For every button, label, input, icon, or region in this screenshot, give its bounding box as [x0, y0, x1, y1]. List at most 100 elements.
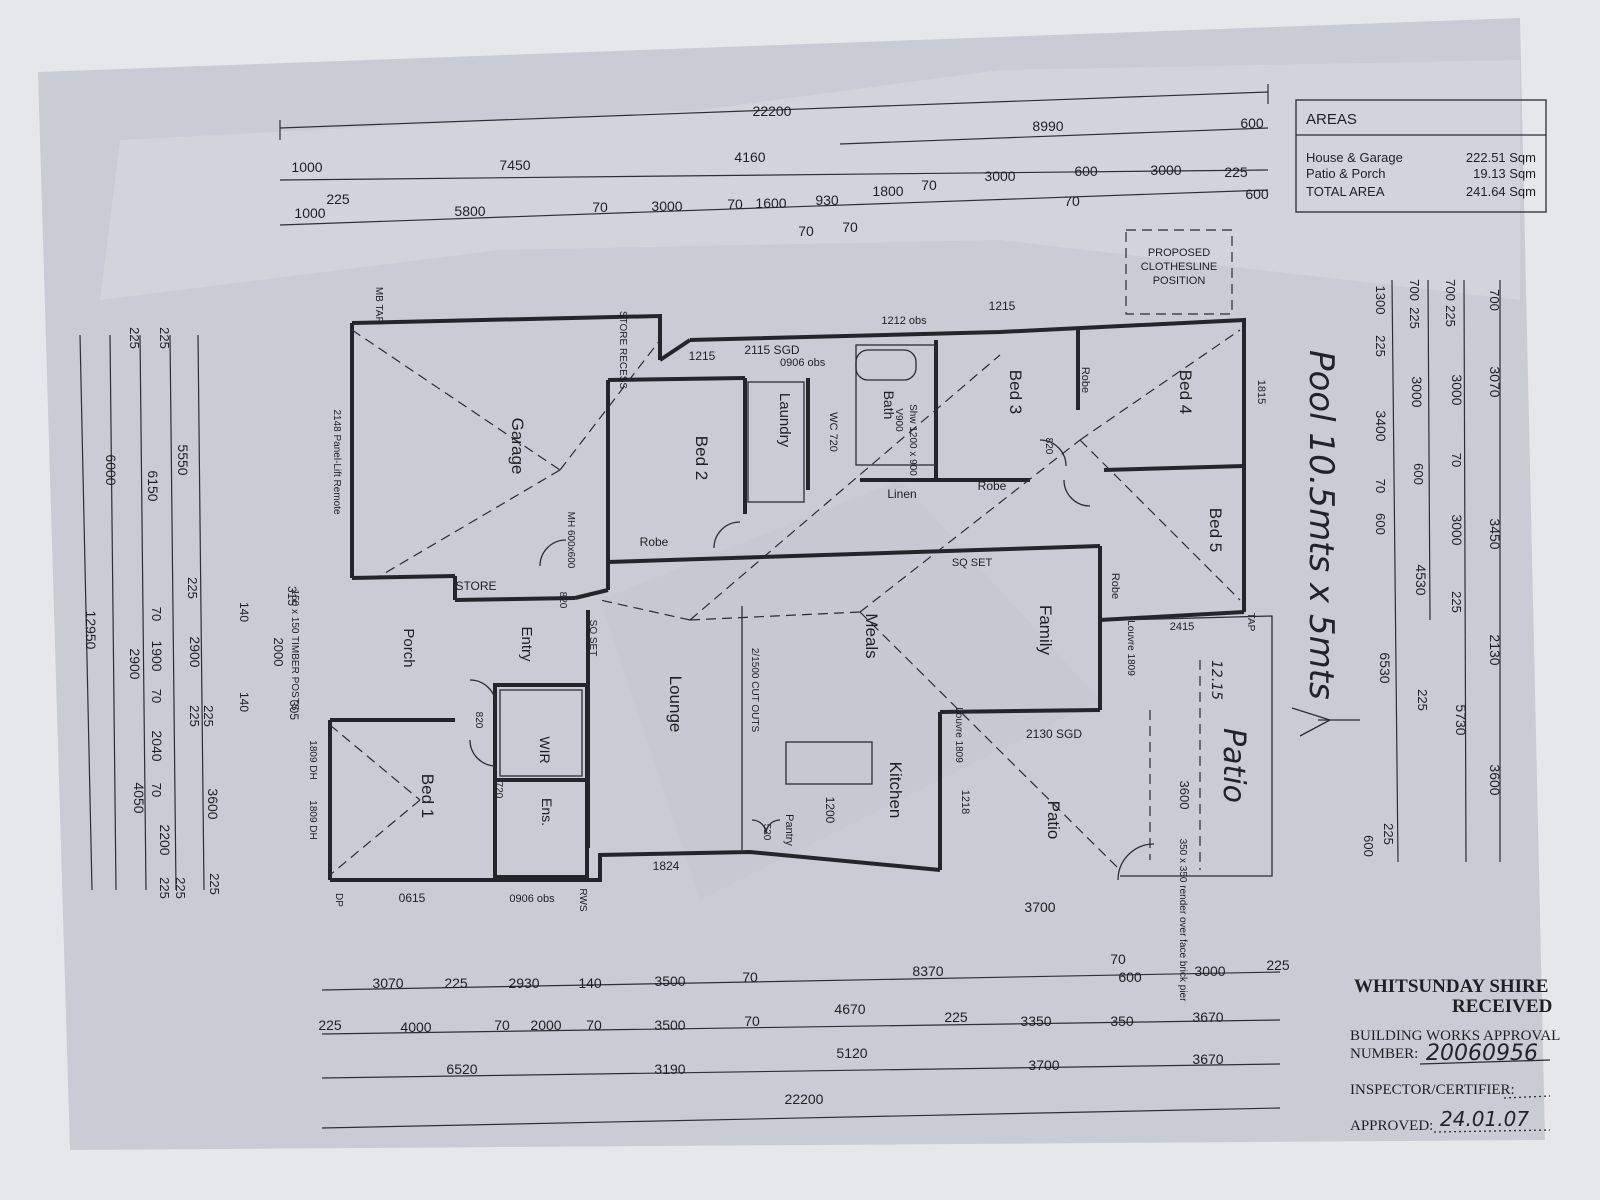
dim-label: 70: [149, 783, 164, 797]
dim-label: 3000: [1449, 514, 1465, 545]
dim-label: 225: [1381, 823, 1396, 845]
dim-label: 70: [1064, 193, 1080, 209]
dim-label: 4160: [734, 149, 765, 165]
linen-label: Linen: [887, 487, 916, 501]
dim-label: 600: [1361, 835, 1376, 857]
dim-label: 5550: [175, 444, 191, 475]
panel-lift-label: 2148 Panel-Lift Remote: [331, 409, 342, 515]
dim-label: 70: [842, 219, 858, 235]
dim-label: 305: [287, 700, 301, 720]
clothesline-area: PROPOSED CLOTHESLINE POSITION: [1125, 229, 1233, 315]
dim-label: 225: [1449, 591, 1464, 613]
room-labels: Garage Bed 2 Laundry WC 720 Bath Shw 120…: [289, 287, 1267, 1002]
room-meals: Meals: [862, 613, 881, 658]
door-width: 720: [493, 782, 504, 799]
robe-label: Robe: [1079, 367, 1091, 393]
stamp-date: 24.01.07: [1440, 1107, 1529, 1131]
door-width: 820: [473, 712, 484, 729]
dim-label: 70: [921, 177, 937, 193]
dim-label: 700: [1487, 289, 1502, 311]
pantry-label: Pantry: [783, 814, 795, 846]
obs-label: 0906 obs: [509, 893, 555, 905]
dim-label: 225: [1266, 957, 1290, 973]
dim-label: 1000: [291, 159, 322, 175]
dim-label: 3000: [651, 198, 682, 214]
dim-label: 5730: [1453, 704, 1469, 735]
rws-label: RWS: [577, 888, 588, 911]
dim-label: 70: [494, 1017, 510, 1033]
area-label: TOTAL AREA: [1306, 184, 1385, 199]
dim-label: 70: [727, 196, 743, 212]
dim-label: 5800: [454, 203, 485, 219]
dh-label: 1809 DH: [307, 800, 318, 839]
area-value: 19.13 Sqm: [1473, 166, 1536, 181]
dim-label: 225: [1407, 307, 1422, 329]
dim-label: 225: [185, 577, 200, 599]
dim-label: 225: [127, 327, 142, 349]
dim-label: 315: [285, 586, 299, 606]
room-bed1: Bed 1: [418, 774, 437, 818]
area-label: Patio & Porch: [1306, 166, 1386, 181]
dim-label: 600: [1373, 513, 1388, 535]
dim-label: 140: [578, 975, 602, 991]
dim-label: 140: [237, 692, 251, 712]
dim-label: 350: [1110, 1013, 1134, 1029]
dim-label: 1900: [149, 640, 165, 671]
dim-label: 225: [444, 975, 468, 991]
left-dimensions: 12950 6000 4050 225 6150 2900 225 225 55…: [79, 327, 301, 899]
dim-label: 1600: [755, 195, 786, 211]
dim-label: 225: [207, 873, 222, 895]
room-bed4: Bed 4: [1176, 370, 1195, 414]
sgd-label: 2115 SGD: [744, 343, 799, 357]
window-width: 1218: [959, 790, 971, 814]
dim-label: 3450: [1487, 518, 1503, 549]
bottom-dimensions: 3070 225 2930 140 3500 70 8370 70 600 30…: [318, 951, 1290, 1129]
dim-label: 1000: [294, 205, 325, 221]
dim-label: 70: [592, 199, 608, 215]
obs-label: 0906 obs: [780, 357, 826, 369]
dim-label: 225: [157, 877, 172, 899]
window-width: 1215: [989, 299, 1016, 313]
door-width: 820: [1043, 438, 1054, 455]
dim-label: 1300: [1373, 286, 1388, 315]
dim-label: 7450: [499, 157, 530, 173]
vanity-label: V900: [893, 408, 904, 432]
dim-label: 5120: [836, 1045, 867, 1061]
stamp-approval: BUILDING WORKS APPROVAL: [1350, 1028, 1560, 1044]
dim-label: 225: [1224, 164, 1248, 180]
stamp-shire: WHITSUNDAY SHIRE: [1354, 976, 1548, 997]
area-value: 241.64 Sqm: [1466, 184, 1536, 199]
dh-label: 1809 DH: [307, 740, 318, 779]
store-recess-label: STORE RECESS: [617, 311, 628, 389]
window-width: 0615: [399, 891, 426, 905]
dim-label: 3670: [1192, 1009, 1223, 1025]
dim-label: 225: [1373, 335, 1388, 357]
robe-label: Robe: [978, 479, 1007, 493]
dim-label: 70: [1373, 479, 1388, 493]
dim-label: 3000: [1409, 376, 1425, 407]
louvre-label: Louvre 1809: [1125, 620, 1136, 676]
kitchen-island: [785, 741, 873, 785]
clothesline-label: CLOTHESLINE: [1141, 261, 1217, 273]
patio-width: 3700: [1024, 899, 1055, 915]
room-lounge: Lounge: [666, 676, 685, 733]
dim-label: 2900: [187, 636, 203, 667]
dim-label: 3600: [1487, 764, 1503, 795]
stamp-inspector: INSPECTOR/CERTIFIER:: [1350, 1082, 1515, 1098]
dim-label: 225: [173, 877, 188, 899]
dim-label: 1800: [872, 183, 903, 199]
paper: [38, 18, 1545, 1150]
store-label: STORE: [455, 579, 496, 593]
clothesline-label: POSITION: [1153, 275, 1206, 287]
dim-label: 225: [326, 191, 350, 207]
dim-label: 70: [149, 607, 164, 621]
dim-label: 3000: [1449, 374, 1465, 405]
dim-label: 140: [237, 602, 251, 622]
patio-handwritten: Patio: [1216, 728, 1251, 803]
room-porch: Porch: [400, 628, 417, 667]
dim-label: 12950: [83, 611, 99, 650]
tap-label: TAP: [1245, 613, 1256, 632]
dim-label: 8990: [1032, 118, 1063, 134]
dim-label: 3070: [372, 975, 403, 991]
cut-outs-label: 2/1500 CUT OUTS: [749, 648, 760, 733]
